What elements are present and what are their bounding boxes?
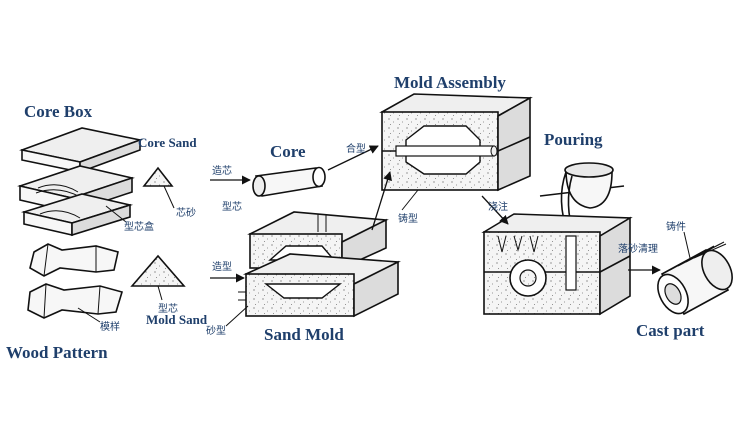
mold-sand-pile	[130, 254, 186, 287]
label-mold-sand: Mold Sand	[146, 312, 208, 327]
cn-label-core: 型芯	[222, 200, 242, 213]
label-pouring: Pouring	[544, 130, 603, 149]
cn-label-casting: 铸件	[666, 220, 686, 233]
process-arrows	[77, 145, 691, 327]
wood-pattern-illustration	[27, 243, 124, 319]
cn-label-casting-mold: 铸型	[398, 212, 418, 225]
cn-label-pour: 浇注	[488, 200, 508, 213]
pouring-illustration	[481, 162, 633, 316]
label-core: Core	[270, 142, 306, 161]
label-core-sand: Core Sand	[138, 135, 197, 150]
cn-label-shakeout: 落砂清理	[618, 242, 658, 255]
label-cast-part: Cast part	[636, 321, 705, 340]
cast-part-illustration	[657, 241, 733, 316]
core-sand-pile	[142, 166, 174, 187]
label-core-box: Core Box	[24, 102, 93, 121]
label-mold-assembly: Mold Assembly	[394, 73, 506, 92]
sand-mold-illustration	[238, 211, 401, 318]
core-illustration	[252, 166, 326, 197]
cn-label-core-box: 型芯盒	[124, 220, 154, 233]
label-wood-pattern: Wood Pattern	[6, 343, 108, 362]
cn-label-core-making: 造芯	[212, 164, 232, 177]
cn-label-mold-making: 造型	[212, 260, 232, 273]
cn-label-pattern: 模样	[100, 320, 120, 333]
label-sand-mold: Sand Mold	[264, 325, 344, 344]
core-box-illustration	[17, 127, 143, 237]
cn-label-mold-core: 型芯	[158, 302, 178, 315]
cn-label-core-sand: 芯砂	[176, 206, 196, 219]
mold-assembly-illustration	[379, 93, 533, 192]
cn-label-molding-sand: 砂型	[206, 324, 226, 337]
cn-label-mold-assembly: 合型	[346, 142, 366, 155]
